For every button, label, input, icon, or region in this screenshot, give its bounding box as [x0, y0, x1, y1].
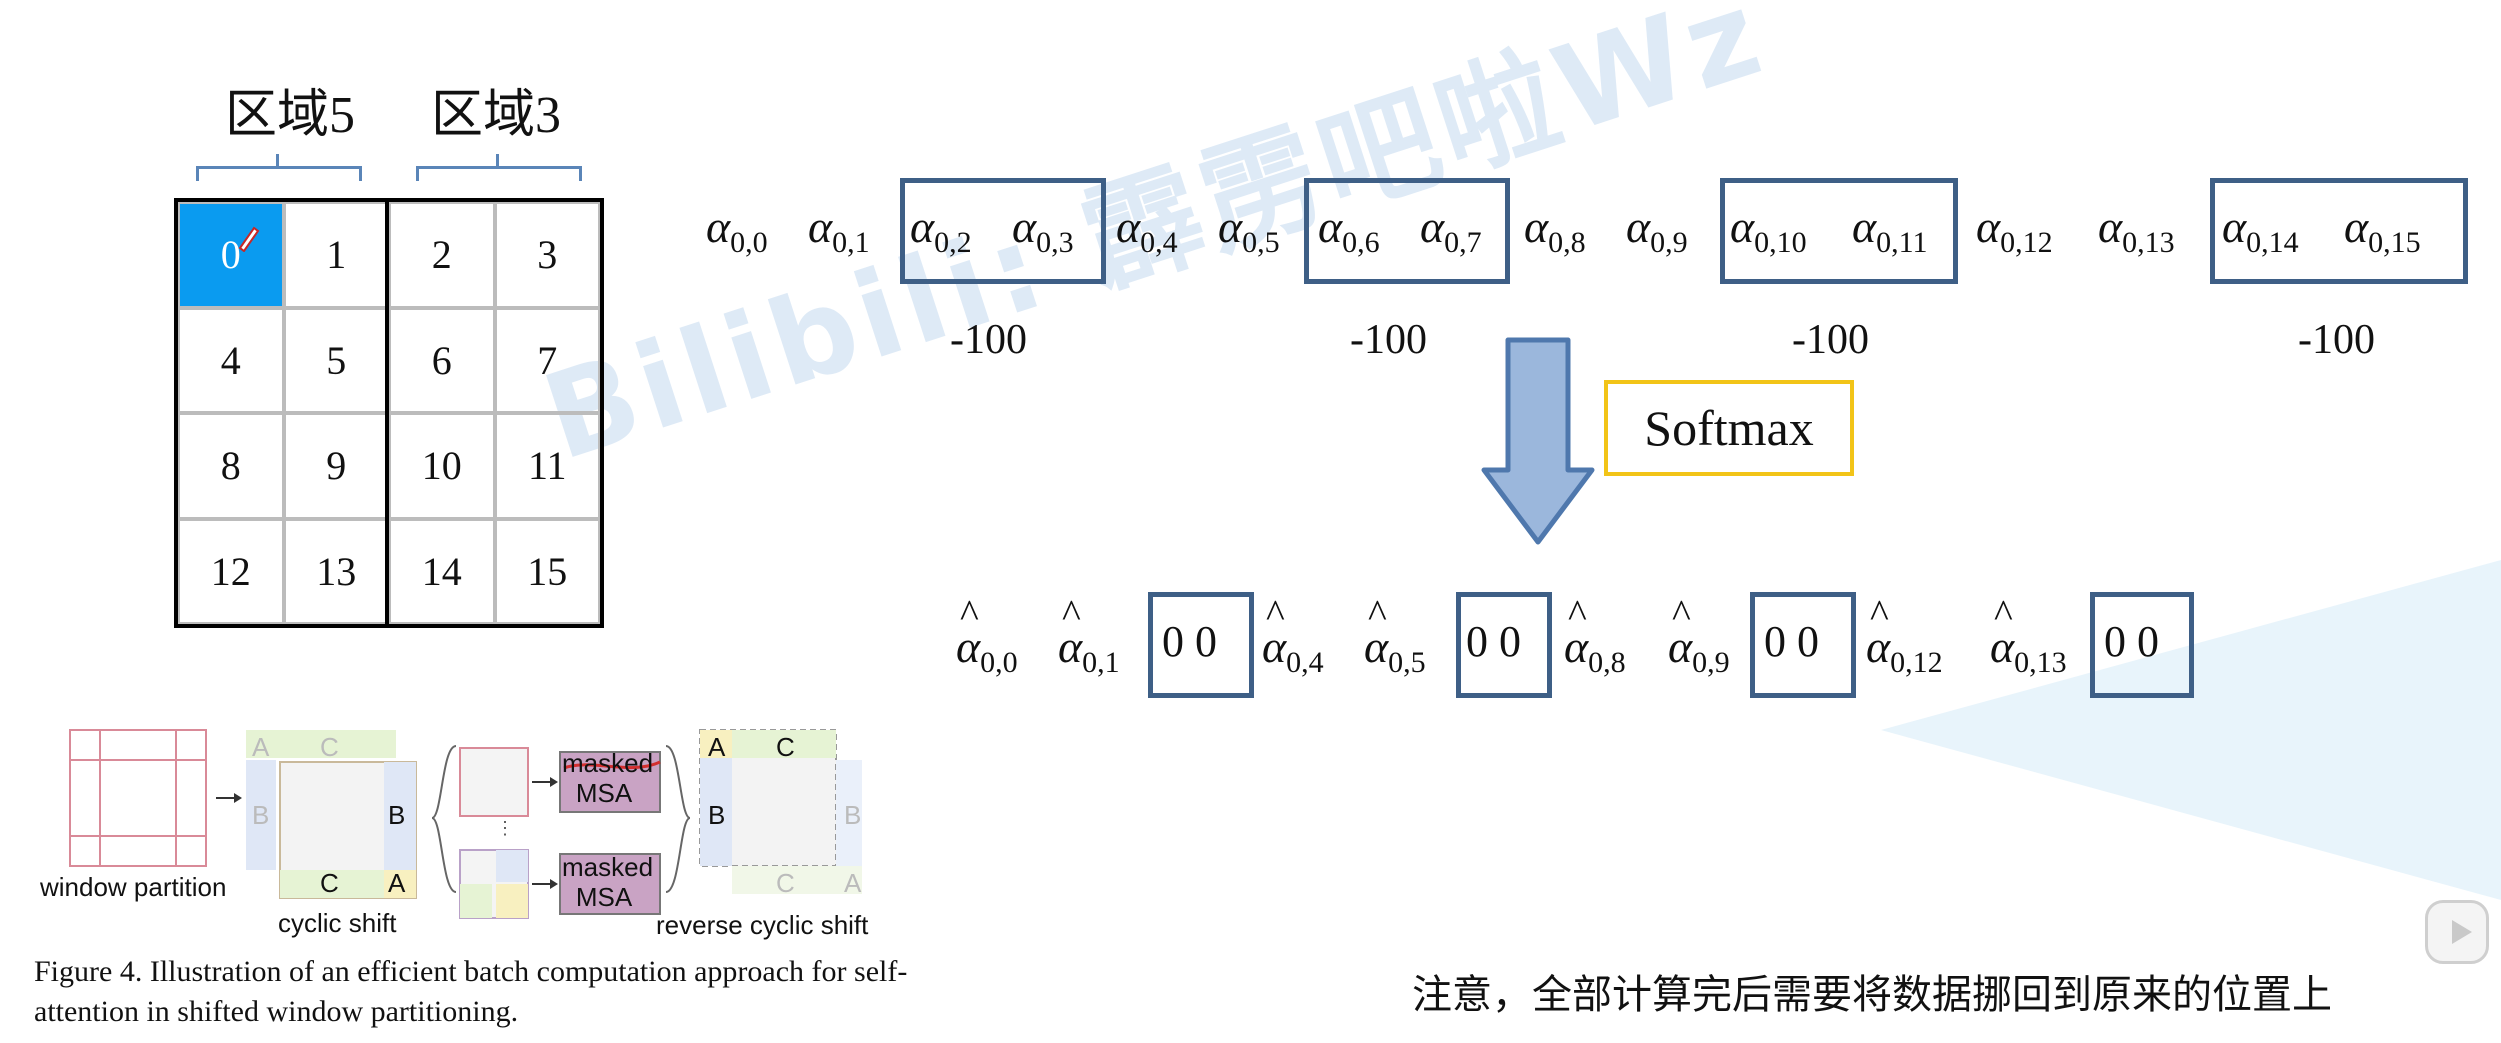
alpha-0-3: α0,3 — [1012, 201, 1074, 260]
mask-box — [2210, 178, 2468, 284]
grid-cell: 15 — [494, 518, 600, 624]
alpha-0-6: α0,6 — [1318, 201, 1380, 260]
reverse-cyclic-shift-label: reverse cyclic shift — [656, 910, 869, 940]
reverse-cyclic-shift-grid — [699, 729, 862, 894]
pen-cursor-icon — [238, 226, 260, 252]
cyclic-shift-label: cyclic shift — [278, 908, 397, 938]
alpha-0-12: α0,12 — [1976, 201, 2053, 260]
grid-cell: 10 — [389, 413, 495, 519]
label-b: B — [388, 800, 406, 830]
down-arrow-icon — [1481, 337, 1595, 545]
mask-value: -100 — [950, 317, 1027, 363]
shifted-window-figure: ⋮ — [69, 729, 862, 919]
grid-cell: 5 — [283, 307, 389, 413]
masked-msa-box — [559, 853, 661, 915]
grid-cell: 0 — [178, 202, 284, 308]
zero-box — [1148, 592, 1254, 698]
grid-cell: 8 — [178, 413, 284, 519]
label-c: C — [776, 732, 795, 762]
figure-caption: Figure 4. Illustration of an efficient b… — [34, 955, 908, 1028]
softmax-box: Softmax — [1604, 380, 1854, 476]
zero-pair: 0 0 — [2104, 617, 2159, 666]
label-b: B — [844, 800, 862, 830]
zero-box — [1456, 592, 1552, 698]
alpha-0-1: α0,1 — [808, 201, 870, 260]
region-divider — [385, 198, 389, 628]
grid-cell: 9 — [283, 413, 389, 519]
region-label-5: 区域5 — [224, 87, 355, 144]
window-partition-label: window partition — [40, 872, 227, 902]
label-a: A — [708, 732, 726, 762]
grid-cell: 6 — [389, 307, 495, 413]
grid-cell: 11 — [494, 413, 600, 519]
grid-cell: 14 — [389, 518, 495, 624]
grid-cell: 3 — [494, 202, 600, 308]
alpha-hat-0-8: α0,8 — [1564, 590, 1626, 680]
mask-box — [900, 178, 1106, 284]
mask-value: -100 — [1792, 317, 1869, 363]
alpha-0-0: α0,0 — [706, 201, 768, 260]
zero-box — [2090, 592, 2194, 698]
grid-cell: 7 — [494, 307, 600, 413]
label-c: C — [320, 868, 339, 898]
cyclic-shift-grid — [246, 730, 417, 899]
alpha-hat-0-9: α0,9 — [1668, 590, 1730, 680]
mask-value: -100 — [1350, 317, 1427, 363]
window-grid: 0 1 2 3 4 5 6 7 8 9 10 11 12 13 14 15 — [174, 198, 604, 628]
region-label-3: 区域3 — [430, 87, 561, 144]
grid-cell: 1 — [283, 202, 389, 308]
alpha-0-7: α0,7 — [1420, 201, 1482, 260]
alpha-0-5: α0,5 — [1218, 201, 1280, 260]
label-c: C — [776, 868, 795, 898]
alpha-0-11: α0,11 — [1852, 201, 1928, 260]
alpha-0-4: α0,4 — [1116, 201, 1178, 260]
alpha-0-2: α0,2 — [910, 201, 972, 260]
brace-tick-5 — [276, 154, 279, 166]
grid-cell: 13 — [283, 518, 389, 624]
mask-box — [1720, 178, 1958, 284]
mask-value: -100 — [2298, 317, 2375, 363]
alpha-hat-0-13: α0,13 — [1990, 590, 2067, 680]
brace-tick-3 — [496, 154, 499, 166]
alpha-0-9: α0,9 — [1626, 201, 1688, 260]
alpha-hat-0-5: α0,5 — [1364, 590, 1426, 680]
zero-box — [1750, 592, 1856, 698]
brace-region-3 — [416, 166, 582, 181]
note-text: 注意，全部计算完后需要将数据挪回到原来的位置上 — [1412, 972, 2332, 1018]
alpha-hat-0-4: α0,4 — [1262, 590, 1324, 680]
alpha-0-8: α0,8 — [1524, 201, 1586, 260]
masked-msa-box — [559, 751, 661, 813]
label-c: C — [320, 732, 339, 762]
zero-pair: 0 0 — [1764, 617, 1819, 666]
label-b: B — [252, 800, 270, 830]
grid-cell: 2 — [389, 202, 495, 308]
svg-text:⋮: ⋮ — [496, 818, 514, 838]
alpha-0-15: α0,15 — [2344, 201, 2421, 260]
alpha-0-10: α0,10 — [1730, 201, 1807, 260]
masked-msa-label: masked MSA — [562, 748, 654, 808]
zero-pair: 0 0 — [1466, 617, 1521, 666]
play-icon[interactable] — [2425, 900, 2489, 964]
grid-cell: 12 — [178, 518, 284, 624]
window-partition-grid — [69, 729, 207, 867]
alpha-0-14: α0,14 — [2222, 201, 2299, 260]
grid-cell: 4 — [178, 307, 284, 413]
label-a: A — [388, 868, 406, 898]
alpha-hat-0-12: α0,12 — [1866, 590, 1943, 680]
masked-msa-label: masked MSA — [562, 852, 654, 912]
alpha-hat-0-0: α0,0 — [956, 590, 1018, 680]
alpha-0-13: α0,13 — [2098, 201, 2175, 260]
mask-box — [1304, 178, 1510, 284]
alpha-hat-0-1: α0,1 — [1058, 590, 1120, 680]
zero-pair: 0 0 — [1162, 617, 1217, 666]
label-a: A — [252, 732, 270, 762]
label-a: A — [844, 868, 862, 898]
label-b: B — [708, 800, 726, 830]
brace-region-5 — [196, 166, 362, 181]
